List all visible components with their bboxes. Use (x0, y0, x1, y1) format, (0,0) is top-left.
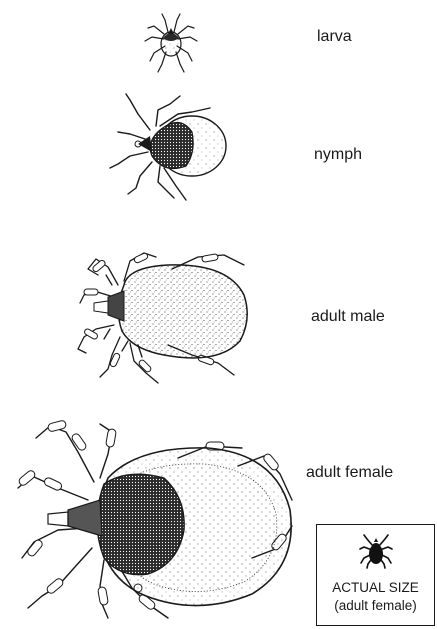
tick-silhouette-icon (359, 533, 393, 569)
adult-female-label: adult female (306, 464, 393, 482)
adult-female-tick-drawing (8, 418, 298, 624)
adult-male-label: adult male (311, 308, 385, 326)
nymph-label: nymph (314, 146, 362, 164)
adult-male-tick-drawing (68, 245, 268, 390)
larva-label: larva (317, 28, 352, 46)
actual-size-subcaption: (adult female) (317, 598, 434, 613)
larva-tick-drawing (140, 6, 202, 78)
actual-size-box: ACTUAL SIZE (adult female) (316, 524, 435, 626)
nymph-tick-drawing (100, 90, 235, 205)
actual-size-caption: ACTUAL SIZE (317, 580, 434, 595)
